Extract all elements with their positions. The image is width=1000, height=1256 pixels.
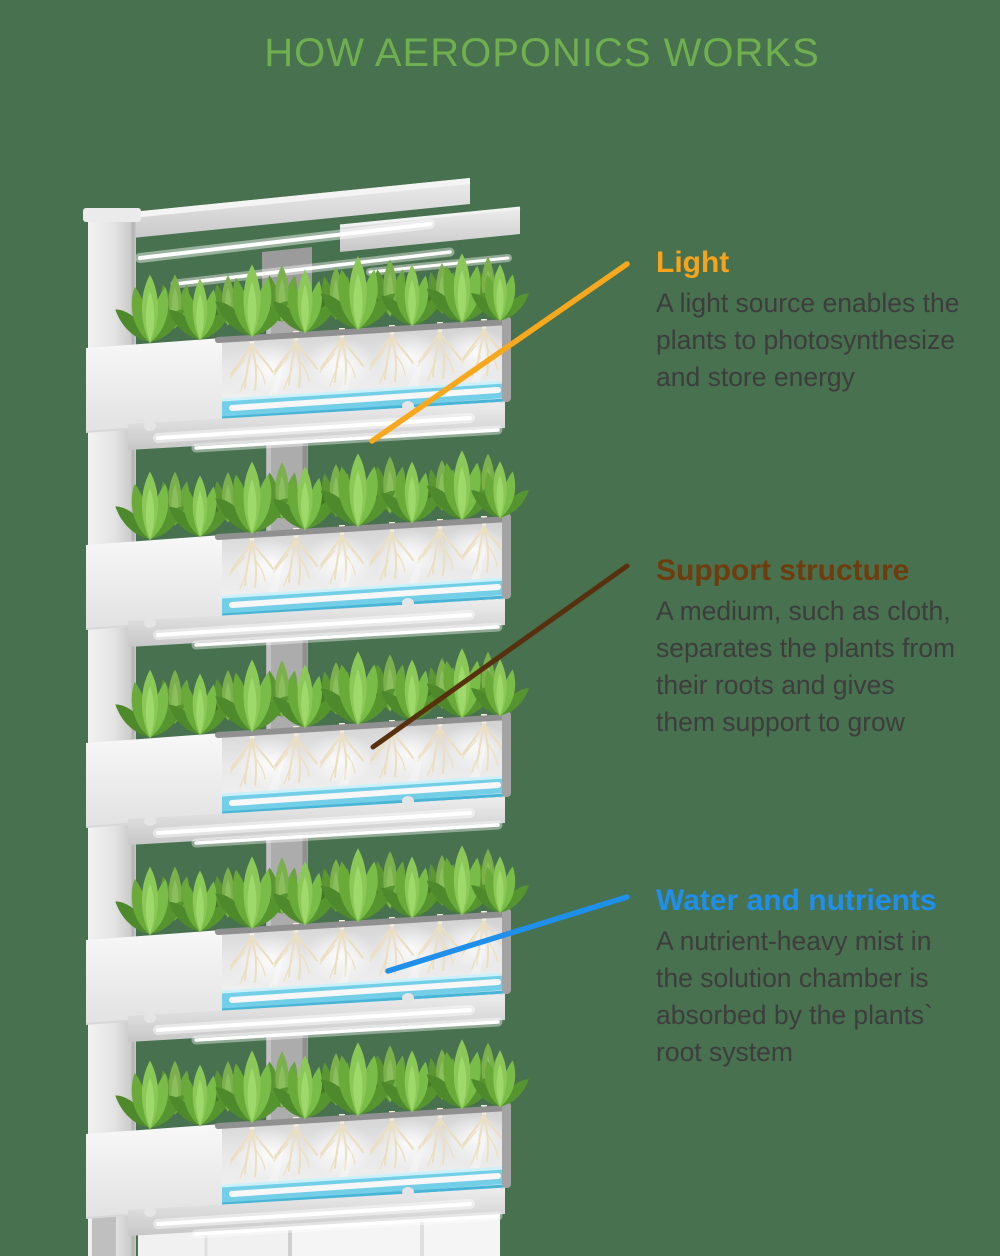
annotation-support-structure: Support structure A medium, such as clot… [656,553,1000,741]
annotation-light-heading: Light [656,246,730,279]
shelf-5 [86,1039,529,1236]
shelf-3 [86,648,529,845]
annotation-water-nutrients-heading: Water and nutrients [656,884,937,917]
shelf-1 [86,253,529,450]
annotation-support-structure-heading: Support structure [656,554,910,587]
annotation-water-nutrients: Water and nutrients A nutrient-heavy mis… [656,883,1000,1071]
aeroponics-tower-illustration [0,178,560,1256]
annotation-light-body: A light source enables the plants to pho… [656,288,960,392]
annotation-light: Light A light source enables the plants … [656,245,1000,396]
annotation-water-nutrients-body: A nutrient-heavy mist in the solution ch… [656,926,933,1067]
page-title: HOW AEROPONICS WORKS [264,30,820,75]
shelf-4 [86,845,529,1042]
annotation-support-structure-body: A medium, such as cloth, separates the p… [656,596,956,737]
shelf-2 [86,450,529,647]
